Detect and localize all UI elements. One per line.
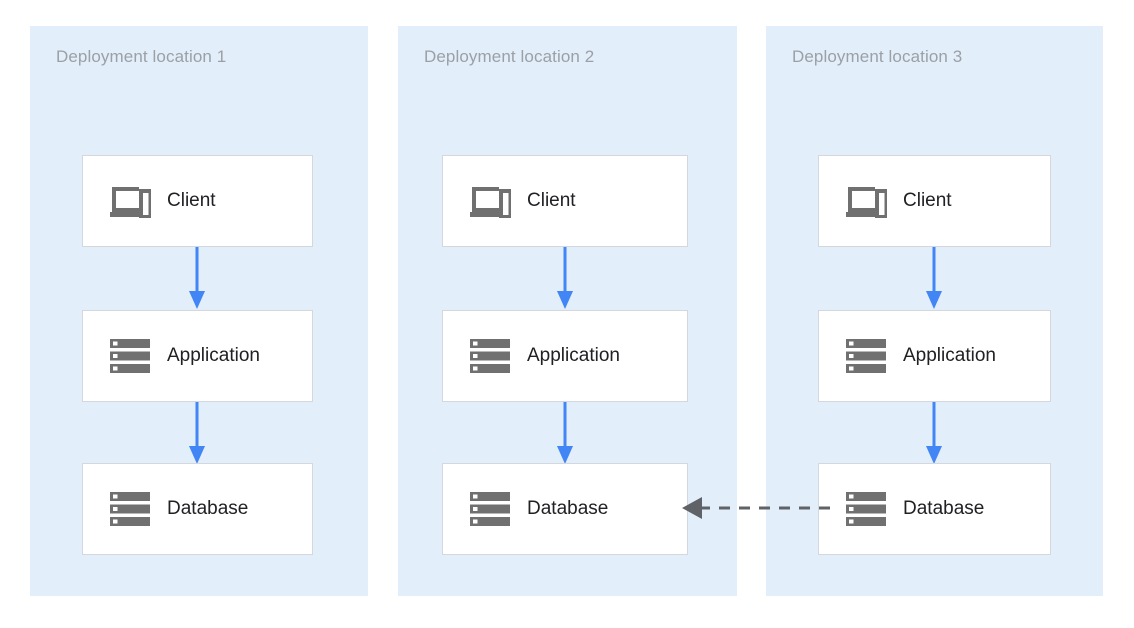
server-stack-icon bbox=[843, 333, 889, 379]
devices-icon bbox=[467, 178, 513, 224]
deployment-location-1-title: Deployment location 1 bbox=[56, 47, 227, 66]
arrow-client-to-application bbox=[189, 247, 205, 309]
arrow-application-to-database bbox=[189, 402, 205, 464]
server-stack-icon bbox=[843, 486, 889, 532]
server-stack-icon bbox=[467, 486, 513, 532]
deployment-location-1-client-node[interactable]: Client bbox=[82, 155, 313, 247]
deployment-location-1-panel: Deployment location 1 Client bbox=[30, 26, 368, 596]
arrow-application-to-database bbox=[557, 402, 573, 464]
deployment-location-3-application-node[interactable]: Application bbox=[818, 310, 1051, 402]
deployment-location-3-client-label: Client bbox=[903, 190, 952, 211]
deployment-location-1-database-label: Database bbox=[167, 498, 249, 519]
deployment-location-2-title: Deployment location 2 bbox=[424, 47, 595, 66]
deployment-location-2-panel: Deployment location 2 Client bbox=[398, 26, 737, 596]
deployment-location-1-client-label: Client bbox=[167, 190, 216, 211]
server-stack-icon bbox=[107, 486, 153, 532]
arrow-client-to-application bbox=[557, 247, 573, 309]
deployment-location-1-application-node[interactable]: Application bbox=[82, 310, 313, 402]
deployment-location-3-application-label: Application bbox=[903, 345, 996, 366]
deployment-location-2-database-label: Database bbox=[527, 498, 609, 519]
deployment-location-2-database-node[interactable]: Database bbox=[442, 463, 688, 555]
server-stack-icon bbox=[107, 333, 153, 379]
arrow-client-to-application bbox=[926, 247, 942, 309]
server-stack-icon bbox=[467, 333, 513, 379]
devices-icon bbox=[107, 178, 153, 224]
deployment-location-2-client-label: Client bbox=[527, 190, 576, 211]
deployment-location-3-panel: Deployment location 3 Client bbox=[766, 26, 1103, 596]
deployment-location-1-database-node[interactable]: Database bbox=[82, 463, 313, 555]
deployment-location-3-title: Deployment location 3 bbox=[792, 47, 963, 66]
deployment-location-1-application-label: Application bbox=[167, 345, 260, 366]
devices-icon bbox=[843, 178, 889, 224]
arrow-application-to-database bbox=[926, 402, 942, 464]
deployment-location-3-client-node[interactable]: Client bbox=[818, 155, 1051, 247]
deployment-location-3-database-label: Database bbox=[903, 498, 985, 519]
deployment-location-3-database-node[interactable]: Database bbox=[818, 463, 1051, 555]
deployment-location-2-client-node[interactable]: Client bbox=[442, 155, 688, 247]
deployment-location-2-application-node[interactable]: Application bbox=[442, 310, 688, 402]
deployment-location-2-application-label: Application bbox=[527, 345, 620, 366]
